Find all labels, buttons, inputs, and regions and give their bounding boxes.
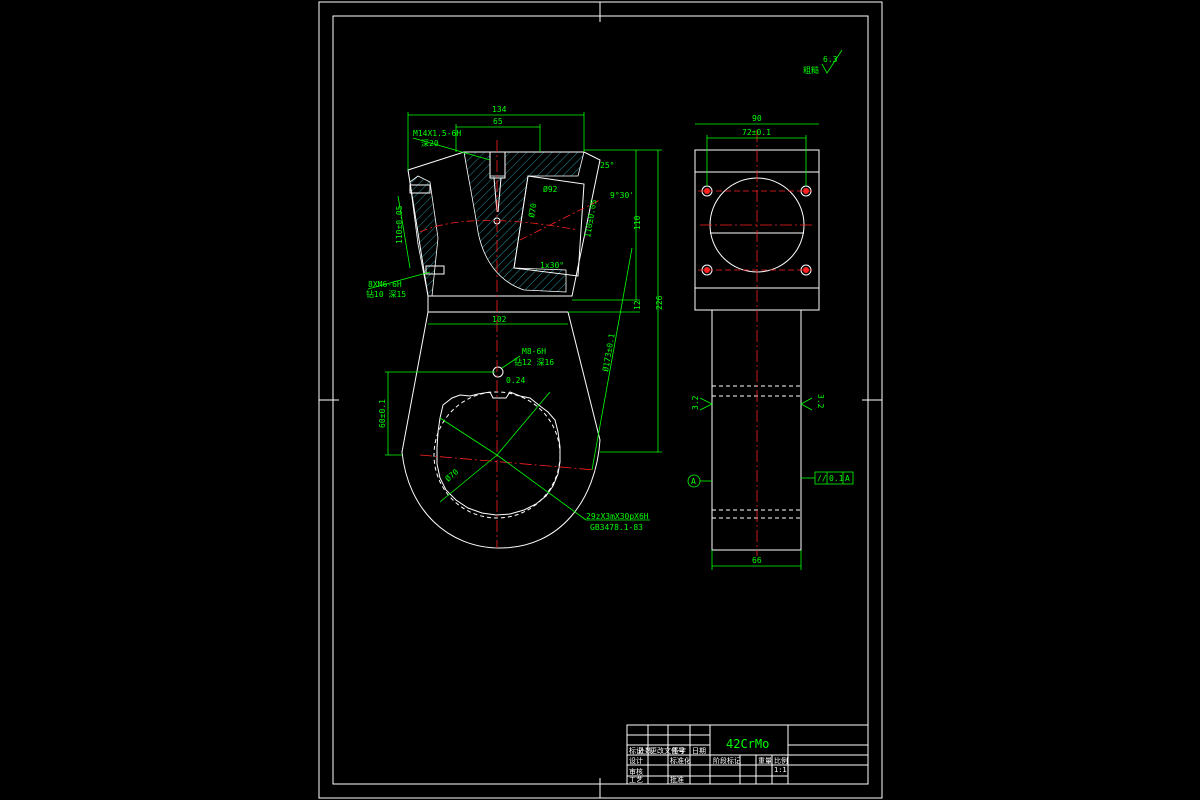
tb-label-9: 比例 <box>774 756 788 765</box>
drill-hole <box>489 151 506 179</box>
dim173-line <box>591 247 633 471</box>
thread-8m6-depth: 钻10 深15 <box>366 289 406 299</box>
section-window <box>513 175 585 277</box>
spline-leader-2 <box>496 391 551 456</box>
dim-134: 134 <box>492 105 507 114</box>
spline-std: GB3478.1-83 <box>590 523 643 532</box>
spline-inner <box>436 391 561 516</box>
tb-label-12: 批准 <box>670 775 684 784</box>
sheet-outer-border <box>318 1 883 799</box>
thread-m14-leader <box>412 137 491 161</box>
dim-left-line <box>397 195 411 269</box>
rough-right: 3.2 <box>816 394 825 409</box>
dim-110: 110 <box>633 215 642 230</box>
dim-102: 102 <box>492 315 507 324</box>
spline-leader-5 <box>439 417 498 456</box>
drill-taper-1 <box>493 177 498 213</box>
tb-label-8: 重量 <box>758 757 772 765</box>
thread-m14: M14X1.5-6H <box>413 129 461 138</box>
dim-70: Ø70 <box>443 466 461 483</box>
thread-8m6-leader <box>367 271 431 290</box>
arm-outline <box>401 311 601 549</box>
thread-hole-upper <box>409 184 431 194</box>
tb-label-3: 签字 <box>672 746 686 755</box>
dim-60: 60±0.1 <box>378 399 387 428</box>
dim-110-small: 110±0.05 <box>583 199 599 239</box>
angle-9-30: 9°30' <box>610 191 634 200</box>
spline-spec: 29zX3mX30pX6H <box>586 512 649 521</box>
tb-label-0: 标记 <box>629 746 643 755</box>
dim-173: Ø173±0.1 <box>600 332 617 372</box>
tol-value: 0.1 <box>829 474 844 483</box>
hatched-section-left <box>409 175 439 297</box>
center-arc <box>419 220 579 233</box>
spline-leader-1 <box>439 454 498 503</box>
title-block: 42CrMo 标记 处数 更改文件号 签字 日期 设计 标准化 阶段标记 重量 … <box>626 724 869 785</box>
datum-label: A <box>691 477 696 486</box>
thread-hole-lower <box>425 265 445 275</box>
dim-chamfer: 1x30° <box>540 261 564 270</box>
rough-right-symbol <box>800 397 813 411</box>
tb-label-5: 设计 <box>629 756 643 765</box>
tb-label-2: 更改文件号 <box>650 746 685 755</box>
angle-25: 25° <box>600 161 614 170</box>
thread-m8-leader <box>501 355 521 369</box>
thread-m8: M8-6H <box>522 347 546 356</box>
hatched-section-center <box>463 151 585 293</box>
dim-phi70-inner: Ø70 <box>526 202 538 218</box>
dim-phi92: Ø92 <box>543 184 558 194</box>
spline-leader-3 <box>496 454 587 521</box>
dim-226: 226 <box>655 295 664 310</box>
rough-left: 3.2 <box>691 395 700 410</box>
surface-value: 6.3 <box>823 55 838 64</box>
drill-taper-2 <box>497 177 502 213</box>
tb-label-6: 标准化 <box>670 756 691 765</box>
tol-symbol: // <box>817 474 827 483</box>
tb-label-1: 处数 <box>638 746 652 755</box>
center-line-slant <box>519 199 601 241</box>
roughness-symbol <box>821 49 843 74</box>
side-shank <box>711 310 802 551</box>
rough-left-symbol <box>699 397 713 411</box>
tb-label-11: 工艺 <box>629 776 643 784</box>
side-view: 90 72±0.1 66 3.2 3.2 A // 0.1 A <box>687 114 854 570</box>
tb-label-10: 审核 <box>629 767 643 776</box>
dim-66: 66 <box>752 556 762 565</box>
dim-left-angle: 110±0.05 <box>395 205 404 244</box>
dim-12: 12 <box>633 300 642 310</box>
front-view: 134 65 M14X1.5-6H 深20 110 226 12 25° 9°3… <box>366 105 664 549</box>
thread-m14-depth: 深20 <box>421 139 439 148</box>
dim-72: 72±0.1 <box>742 128 771 137</box>
dim-024: 0.24 <box>506 376 525 385</box>
tb-label-4: 日期 <box>692 747 706 755</box>
surface-note: 粗糙 <box>803 65 819 75</box>
dim-90: 90 <box>752 114 762 123</box>
scale-value: 1:1 <box>774 766 787 774</box>
dim-65: 65 <box>493 117 503 126</box>
material: 42CrMo <box>726 737 769 751</box>
thread-m8-depth: 钻12 深16 <box>514 357 554 367</box>
tb-label-7: 阶段标记 <box>713 756 741 765</box>
tol-datum: A <box>845 474 850 483</box>
